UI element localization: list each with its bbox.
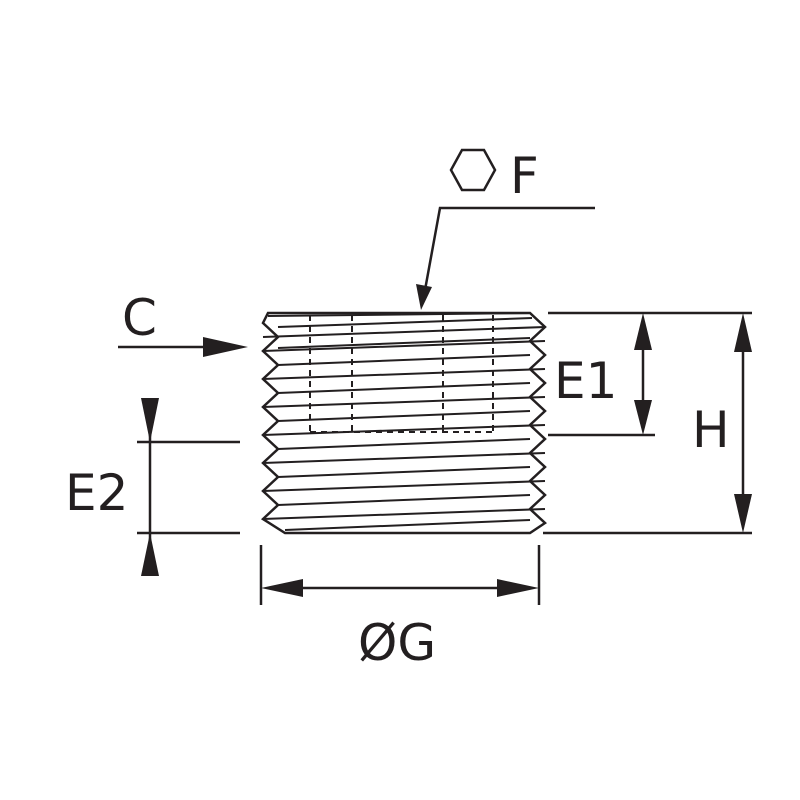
e1-arrow-top xyxy=(634,313,652,350)
c-label: C xyxy=(122,289,157,347)
thread-lines xyxy=(262,312,546,531)
e1-arrow-bottom xyxy=(634,400,652,435)
hexagon-icon xyxy=(449,148,497,192)
g-label: ØG xyxy=(358,614,436,672)
h-arrow-bottom xyxy=(734,494,752,533)
f-leader-line xyxy=(423,206,595,291)
f-label: F xyxy=(510,147,539,205)
e2-dimension: E2 xyxy=(65,398,240,576)
plug-body xyxy=(260,311,548,535)
f-arrowhead xyxy=(416,284,432,310)
c-callout: C xyxy=(118,289,248,357)
c-arrowhead xyxy=(203,337,248,357)
e1-label: E1 xyxy=(554,352,617,410)
h-arrow-top xyxy=(734,313,752,352)
h-dimension: H xyxy=(543,313,752,535)
g-arrow-right xyxy=(497,579,539,597)
e1-dimension: E1 xyxy=(548,311,752,437)
plug-outline xyxy=(260,311,548,535)
e2-arrow-top xyxy=(141,398,159,442)
f-callout: F xyxy=(416,147,595,310)
hex-socket-hidden-lines xyxy=(309,315,494,433)
e2-label: E2 xyxy=(65,464,128,522)
g-arrow-left xyxy=(261,579,303,597)
g-dimension: ØG xyxy=(259,545,541,672)
e2-arrow-bottom xyxy=(141,533,159,576)
h-label: H xyxy=(692,401,730,459)
